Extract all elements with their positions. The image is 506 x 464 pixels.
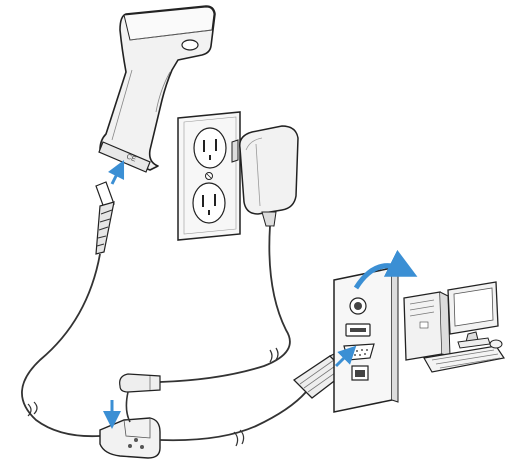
desktop-computer xyxy=(404,282,504,372)
power-plug xyxy=(120,374,160,392)
ps2-port-icon xyxy=(350,298,366,314)
power-cable xyxy=(160,226,290,382)
arrow-scanner-connect xyxy=(112,168,120,184)
cable-junction xyxy=(100,418,160,458)
usb-icon xyxy=(346,324,370,336)
pc-back-panel xyxy=(334,268,398,412)
serial-cable xyxy=(160,392,306,440)
trigger-button xyxy=(182,40,198,50)
scanner-cable xyxy=(22,254,100,436)
ethernet-icon xyxy=(352,366,368,380)
power-adapter xyxy=(232,126,298,226)
scanner-cable-connector xyxy=(96,182,114,254)
wall-outlet xyxy=(178,112,240,240)
